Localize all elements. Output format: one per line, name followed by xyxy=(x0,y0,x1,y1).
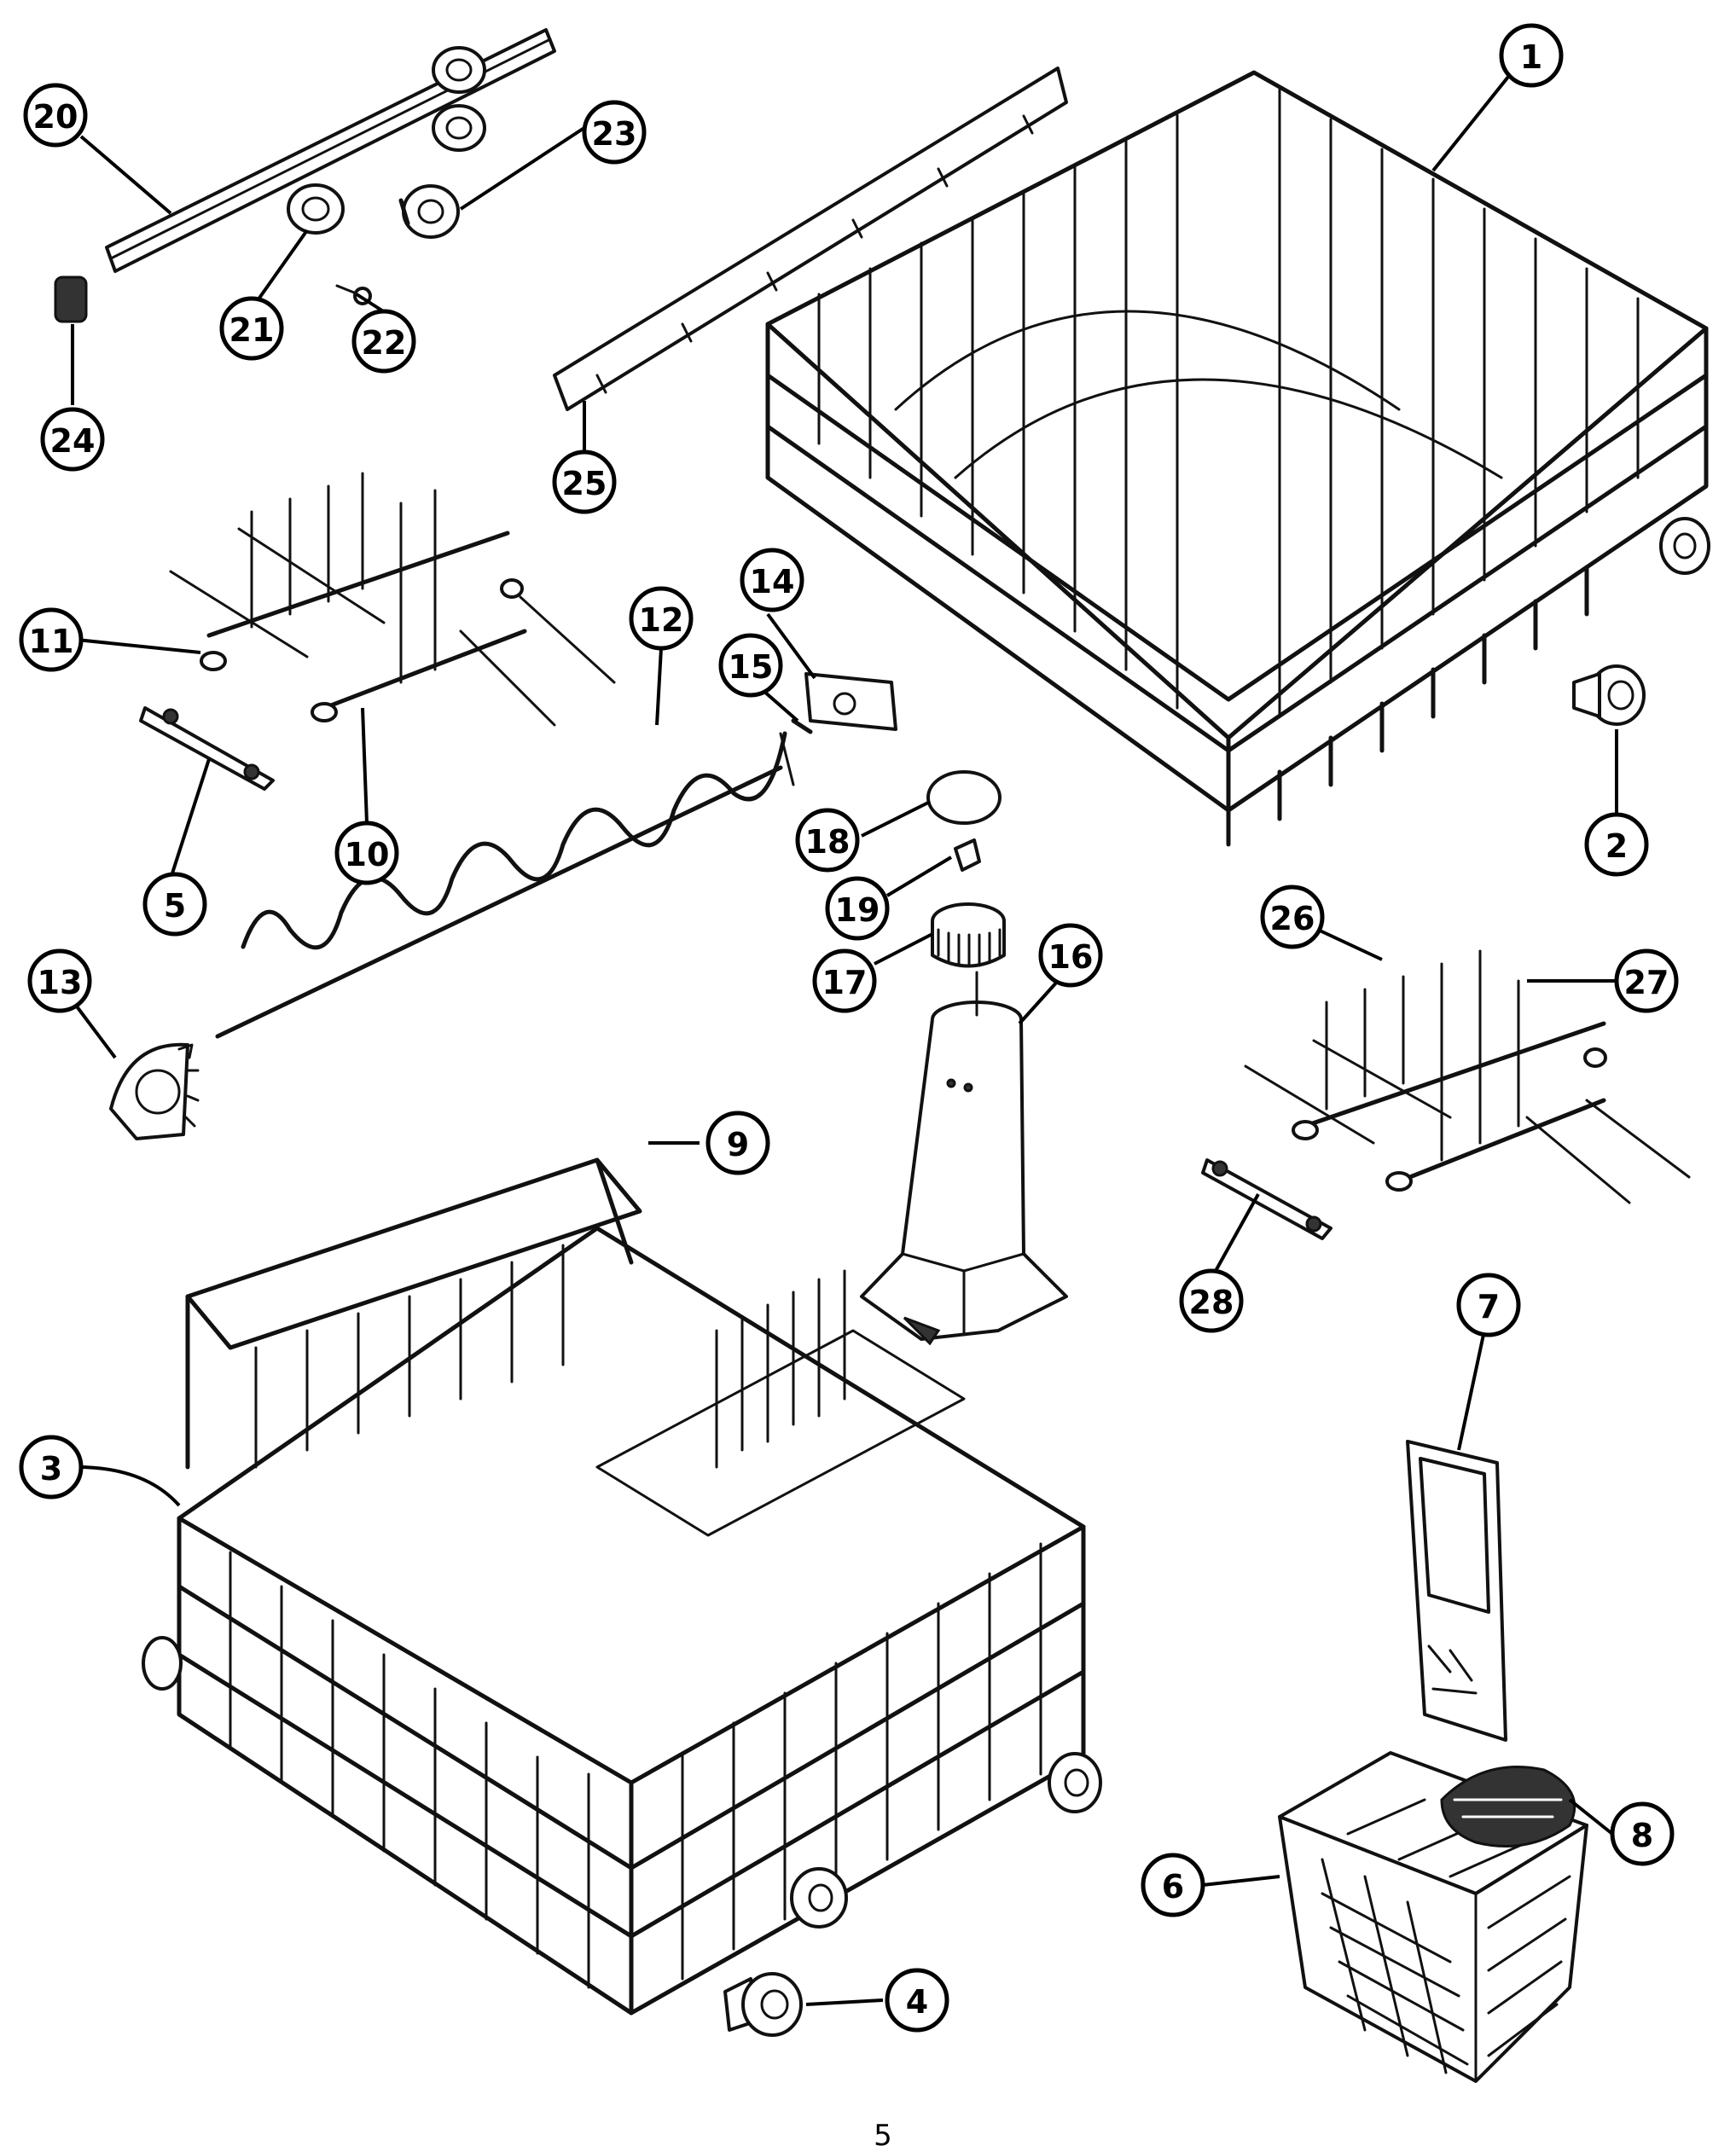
callout-label: 14 xyxy=(750,563,795,600)
page-number: 5 xyxy=(874,2119,892,2152)
callout-13: 13 xyxy=(27,948,92,1013)
callout-label: 9 xyxy=(727,1126,749,1163)
callout-label: 6 xyxy=(1162,1868,1184,1905)
rack-rail-part xyxy=(105,28,556,273)
callout-label: 24 xyxy=(50,422,96,460)
callout-26: 26 xyxy=(1260,885,1325,949)
lower-roller-part xyxy=(723,1972,803,2037)
callout-label: 27 xyxy=(1624,964,1669,1001)
callout-label: 12 xyxy=(639,601,684,639)
basket-divider-part xyxy=(1406,1440,1507,1742)
callout-label: 20 xyxy=(33,98,78,136)
callout-18: 18 xyxy=(795,808,860,873)
silverware-basket-part xyxy=(1278,1751,1588,2083)
callout-28: 28 xyxy=(1179,1268,1244,1333)
callout-21: 21 xyxy=(219,296,284,361)
callout-23: 23 xyxy=(582,100,647,165)
cap-part xyxy=(926,770,1002,825)
upper-roller-part xyxy=(1572,664,1646,726)
callout-label: 15 xyxy=(729,648,774,686)
screw-part xyxy=(791,718,813,734)
callout-label: 16 xyxy=(1048,938,1094,976)
callout-label: 28 xyxy=(1189,1284,1234,1321)
callout-label: 7 xyxy=(1478,1288,1500,1325)
callout-24: 24 xyxy=(40,407,105,472)
callout-label: 21 xyxy=(229,311,275,349)
callout-12: 12 xyxy=(629,586,694,651)
tine-clip-part xyxy=(139,706,275,791)
callout-label: 2 xyxy=(1605,827,1628,865)
fold-down-tine-part xyxy=(169,472,616,727)
callout-7: 7 xyxy=(1456,1273,1521,1337)
callout-19: 19 xyxy=(825,876,890,941)
callout-label: 19 xyxy=(835,891,880,929)
callout-label: 10 xyxy=(345,836,390,873)
callout-label: 3 xyxy=(40,1450,62,1488)
callout-2: 2 xyxy=(1584,812,1649,877)
callout-label: 4 xyxy=(906,1983,928,2021)
callout-1: 1 xyxy=(1499,23,1564,88)
callout-22: 22 xyxy=(351,309,416,374)
mounting-plate-part xyxy=(804,672,897,731)
wavy-wire-part xyxy=(215,731,795,1039)
callout-10: 10 xyxy=(334,821,399,885)
right-tine-part xyxy=(1244,949,1691,1204)
gear-bracket-part xyxy=(109,1042,200,1140)
callout-8: 8 xyxy=(1610,1801,1675,1866)
callout-label: 8 xyxy=(1631,1817,1653,1854)
callout-4: 4 xyxy=(885,1968,949,2033)
upper-rack-part xyxy=(765,70,1710,847)
lower-rack-part xyxy=(142,1157,1102,2016)
callout-label: 17 xyxy=(822,964,868,1001)
right-tine-clip-part xyxy=(1201,1158,1332,1240)
callout-label: 23 xyxy=(592,115,637,153)
callout-25: 25 xyxy=(552,450,617,514)
callout-label: 13 xyxy=(38,964,83,1001)
callout-label: 18 xyxy=(805,823,851,861)
callout-15: 15 xyxy=(718,633,783,698)
callout-20: 20 xyxy=(23,83,88,148)
channel-strip-part xyxy=(553,67,1068,411)
callout-17: 17 xyxy=(812,948,877,1013)
callout-label: 11 xyxy=(29,623,74,660)
roller-assembly-part xyxy=(335,184,460,305)
end-cap-part xyxy=(54,276,88,323)
callout-11: 11 xyxy=(19,607,84,672)
callout-14: 14 xyxy=(740,548,804,612)
callout-label: 22 xyxy=(362,324,407,362)
nozzle-part xyxy=(931,902,1006,968)
callout-label: 5 xyxy=(164,887,186,925)
callout-16: 16 xyxy=(1038,923,1103,988)
callout-27: 27 xyxy=(1614,948,1679,1013)
leader-lines xyxy=(71,62,1618,2006)
callout-label: 25 xyxy=(562,465,607,502)
basket-lid-part xyxy=(1440,1766,1576,1847)
callout-5: 5 xyxy=(142,872,207,937)
callout-3: 3 xyxy=(19,1435,84,1499)
callout-label: 1 xyxy=(1520,38,1542,76)
small-nut-part xyxy=(954,838,981,872)
wash-tower-part xyxy=(860,971,1068,1346)
callout-6: 6 xyxy=(1141,1853,1205,1917)
callout-label: 26 xyxy=(1270,900,1315,937)
callout-9: 9 xyxy=(705,1111,770,1175)
